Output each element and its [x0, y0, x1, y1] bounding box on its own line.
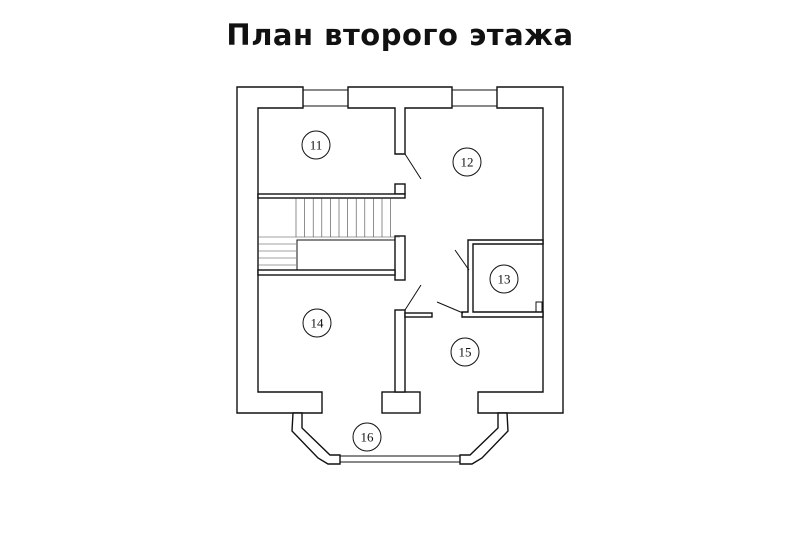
room-number: 11 — [310, 138, 323, 153]
room-number: 15 — [459, 345, 472, 360]
room-label-16: 16 — [352, 422, 382, 452]
room-number: 14 — [311, 316, 325, 331]
door-swings — [404, 153, 543, 314]
inner-walls — [257, 183, 544, 318]
room-label-15: 15 — [450, 337, 480, 367]
room-number: 13 — [498, 272, 511, 287]
room-number: 16 — [361, 430, 375, 445]
staircase — [258, 198, 400, 271]
bay-walls — [291, 412, 509, 465]
room-label-12: 12 — [452, 147, 482, 177]
plan-title: План второго этажа — [226, 18, 574, 52]
outer-walls — [236, 86, 564, 414]
room-label-14: 14 — [302, 308, 332, 338]
room-label-13: 13 — [489, 264, 519, 294]
room-label-11: 11 — [301, 130, 331, 160]
room-number: 12 — [461, 155, 474, 170]
